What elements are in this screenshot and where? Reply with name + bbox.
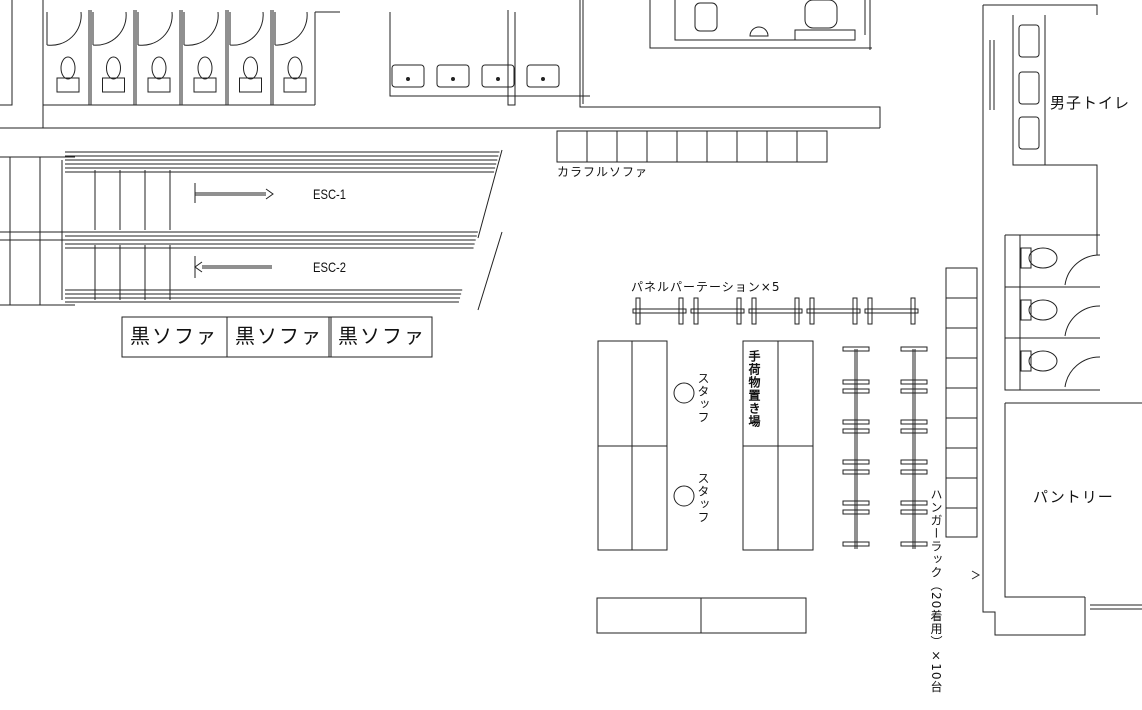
partition-foot (736, 297, 742, 325)
partition-foot (867, 297, 873, 325)
toilet-icon (197, 56, 213, 80)
tables (596, 340, 814, 634)
rack-bar (900, 541, 928, 547)
toilet-tank-icon (239, 77, 262, 93)
staff-label-2: スタッフ (696, 472, 710, 524)
long-sofa (945, 267, 978, 538)
hanger-rack-label: ハンガーラック（20着用）×10台 (929, 488, 943, 694)
mens-toilet-label: 男子トイレ (1050, 94, 1131, 112)
rack-bar (900, 428, 928, 434)
toilet-icon (151, 56, 167, 80)
partition-foot (910, 297, 916, 325)
stall-door (183, 11, 219, 46)
rack-bar (842, 459, 870, 465)
stall-divider (270, 10, 274, 105)
partition-foot (809, 297, 815, 325)
rack-bar (842, 469, 870, 475)
hanger-racks (842, 346, 928, 549)
partition-foot (693, 297, 699, 325)
esc1-label: ESC-1 (313, 186, 346, 202)
rack-bar (842, 379, 870, 385)
stall-divider (225, 10, 229, 105)
panel-partitions (632, 297, 919, 325)
partition-foot (794, 297, 800, 325)
rack-bar (842, 509, 870, 515)
stall-divider (179, 10, 183, 105)
stall-door (92, 11, 127, 46)
rack-bar (842, 388, 870, 394)
toilet-icon (287, 56, 303, 80)
toilet-tank-icon (147, 77, 171, 93)
accessible-toilet (649, 0, 872, 50)
toilet-tank-icon (102, 77, 125, 93)
partition-panel (864, 308, 919, 314)
partition-foot (852, 297, 858, 325)
rack-bar (900, 419, 928, 425)
toilet-tank-icon (283, 77, 307, 93)
rack-bar (900, 379, 928, 385)
partition-foot (678, 297, 684, 325)
pantry-label: パントリー (1033, 488, 1114, 506)
partition-panel (632, 308, 687, 314)
ladies-toilet-block (0, 0, 340, 128)
rack-bar (842, 541, 870, 547)
staff-label-1: スタッフ (696, 372, 710, 424)
sink-counter (389, 10, 590, 106)
rack-bar (900, 500, 928, 506)
stall-divider (133, 10, 137, 105)
rack-bar (900, 346, 928, 352)
stall-door (46, 11, 82, 46)
colorful-sofa-label: カラフルソファ (557, 165, 649, 179)
rack-bar (900, 459, 928, 465)
rack-spine (912, 349, 916, 549)
rack-bar (900, 509, 928, 515)
rack-bar (842, 346, 870, 352)
right-walls (971, 4, 1142, 636)
stall-divider (88, 10, 92, 105)
rack-bar (900, 388, 928, 394)
rack-bar (842, 428, 870, 434)
toilet-icon (106, 56, 121, 80)
stall-door (137, 11, 173, 46)
toilet-tank-icon (56, 77, 80, 93)
rack-spine (854, 349, 858, 549)
rack-bar (842, 419, 870, 425)
black-sofa (121, 316, 433, 358)
black-sofa-label-2: 黒ソファ (235, 324, 323, 348)
black-sofa-label-3: 黒ソファ (338, 324, 426, 348)
toilet-icon (243, 56, 258, 80)
black-sofa-label-1: 黒ソファ (130, 324, 218, 348)
partition-foot (751, 297, 757, 325)
toilet-tank-icon (193, 77, 217, 93)
partition-panel (748, 308, 803, 314)
stall-door (274, 11, 308, 46)
rack-bar (900, 469, 928, 475)
panel-partition-label: パネルパーテーション×5 (631, 280, 781, 294)
colorful-sofa (556, 130, 828, 163)
esc2-label: ESC-2 (313, 259, 346, 275)
corridor-wall (0, 0, 881, 129)
rack-bar (842, 500, 870, 506)
escalators (0, 149, 503, 311)
toilet-icon (60, 56, 76, 80)
partition-foot (635, 297, 641, 325)
partition-panel (806, 308, 861, 314)
stall-door (229, 11, 264, 46)
partition-panel (690, 308, 745, 314)
baggage-area-label: 手荷物置き場 (747, 350, 761, 428)
